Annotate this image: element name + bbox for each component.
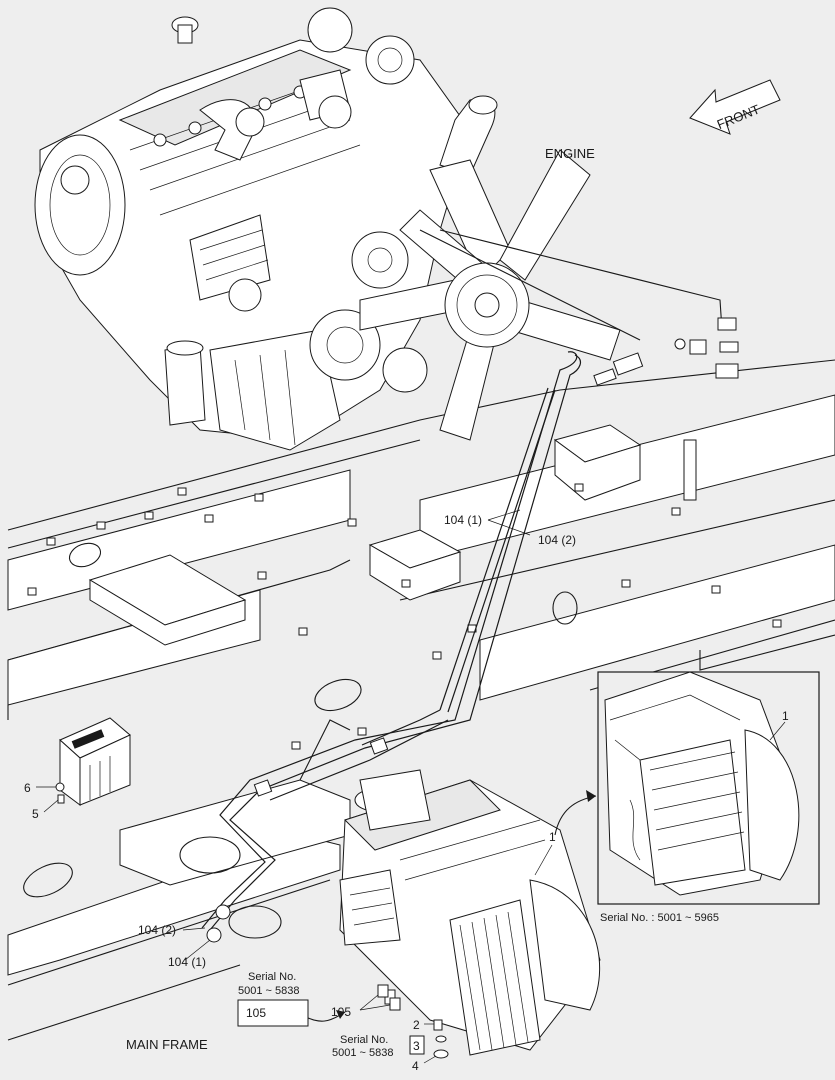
small-parts xyxy=(182,509,553,1064)
frame-bolts xyxy=(27,439,782,750)
part-3-box xyxy=(409,1035,425,1055)
serial-right-range: 5001 ~ 5838 xyxy=(332,1047,393,1059)
control-panel xyxy=(36,717,131,813)
part-4-label: 4 xyxy=(412,1059,419,1073)
engine-drawing xyxy=(34,7,739,451)
cooling-fan xyxy=(359,149,621,441)
engine-label: ENGINE xyxy=(545,146,595,161)
part-105-box xyxy=(237,999,309,1027)
hose-104-2-upper-label: 104 (2) xyxy=(538,533,576,547)
engine-fittings xyxy=(419,229,739,386)
hose-104-2-lower-label: 104 (2) xyxy=(138,923,176,937)
inset-view xyxy=(554,671,820,905)
part-6-label: 6 xyxy=(24,781,31,795)
heater-unit xyxy=(339,769,601,1056)
part-105-label: 105 xyxy=(331,1005,351,1019)
hose-104-1-upper-label: 104 (1) xyxy=(444,513,482,527)
heater-hoses xyxy=(201,351,582,943)
main-frame-label: MAIN FRAME xyxy=(126,1037,208,1052)
part-1-label: 1 xyxy=(549,830,556,844)
front-arrow xyxy=(689,79,781,135)
part-3-label: 3 xyxy=(413,1039,420,1053)
serial-left-range: 5001 ~ 5838 xyxy=(238,985,299,997)
part-5-label: 5 xyxy=(32,807,39,821)
part-2-label: 2 xyxy=(413,1018,420,1032)
inset-part-1-label: 1 xyxy=(782,709,789,723)
hose-104-1-lower-label: 104 (1) xyxy=(168,955,206,969)
part-105-box-label: 105 xyxy=(246,1006,266,1020)
serial-left-title: Serial No. xyxy=(248,971,296,983)
inset-serial-label: Serial No. : 5001 ~ 5965 xyxy=(600,912,719,924)
serial-right-title: Serial No. xyxy=(340,1034,388,1046)
